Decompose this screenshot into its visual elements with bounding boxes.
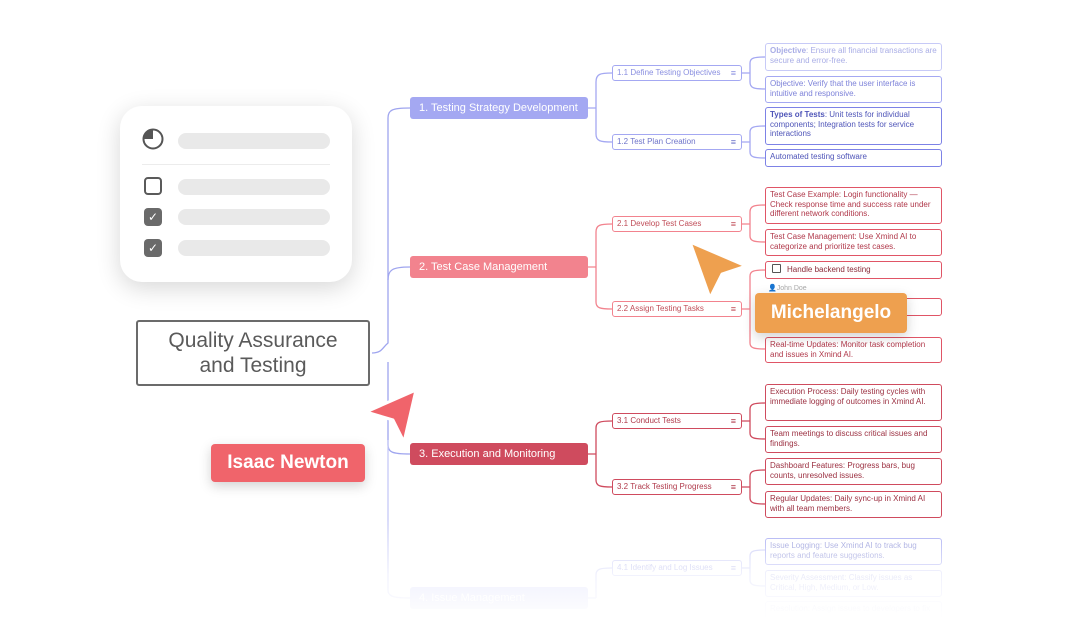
subtopic-label: 3.2 Track Testing Progress — [617, 482, 712, 491]
note-text: Dashboard Features: Progress bars, bug c… — [770, 461, 915, 480]
subtopic-label: 2.2 Assign Testing Tasks — [617, 304, 704, 313]
note-text: Test Case Example: Login functionality —… — [770, 190, 931, 219]
note-text: Test Case Management: Use Xmind AI to ca… — [770, 232, 917, 251]
subtopic-label: 4.1 Identify and Log Issues — [617, 563, 713, 572]
notes-icon: ≡ — [730, 482, 736, 492]
checkbox-icon[interactable] — [772, 264, 781, 273]
note-task-backend[interactable]: Handle backend testing — [765, 261, 942, 279]
note-realtime-updates[interactable]: Real-time Updates: Monitor task completi… — [765, 337, 942, 363]
connector-b2-s1 — [742, 204, 766, 243]
connector-b2-s2 — [742, 269, 766, 350]
note-objective-secure[interactable]: Objective: Ensure all financial transact… — [765, 43, 942, 71]
placeholder-bar — [178, 179, 330, 195]
note-text: Automated testing software — [770, 152, 867, 161]
placeholder-bar — [178, 240, 330, 256]
note-text: Execution Process: Daily testing cycles … — [770, 387, 926, 406]
note-text: Issue Logging: Use Xmind AI to track bug… — [770, 541, 917, 560]
notes-icon: ≡ — [730, 68, 736, 78]
divider — [142, 164, 330, 165]
note-bold: Types of Tests — [770, 110, 825, 119]
note-text: Team meetings to discuss critical issues… — [770, 429, 928, 448]
note-test-case-example[interactable]: Test Case Example: Login functionality —… — [765, 187, 942, 224]
assignee-name: John Doe — [776, 285, 807, 292]
connector-root-branches — [371, 107, 411, 354]
note-automated-software[interactable]: Automated testing software — [765, 149, 942, 167]
checklist-card: ✓ ✓ — [120, 106, 352, 282]
subtopic-assign-tasks[interactable]: 2.2 Assign Testing Tasks ≡ — [612, 301, 742, 317]
branch-issue-management[interactable]: 4. Issue Management — [410, 587, 588, 609]
connector-b1 — [588, 72, 613, 143]
connector-b1-s2 — [742, 125, 766, 159]
connector-root-testcase — [387, 266, 411, 281]
note-text: : Ensure all financial transactions are … — [770, 46, 937, 65]
connector-b4-s1 — [742, 549, 766, 587]
placeholder-bar — [178, 133, 330, 149]
note-test-case-management[interactable]: Test Case Management: Use Xmind AI to ca… — [765, 229, 942, 256]
pie-chart-icon — [142, 128, 164, 150]
branch-testing-strategy[interactable]: 1. Testing Strategy Development — [410, 97, 588, 119]
subtopic-label: 3.1 Conduct Tests — [617, 416, 681, 425]
subtopic-identify-issues[interactable]: 4.1 Identify and Log Issues ≡ — [612, 560, 742, 576]
assignee-label: 👤John Doe — [768, 284, 807, 292]
note-issue-logging[interactable]: Issue Logging: Use Xmind AI to track bug… — [765, 538, 942, 565]
connector-b4 — [588, 567, 613, 599]
note-text: : Unit tests for individual components; … — [770, 110, 915, 139]
root-topic[interactable]: Quality Assurance and Testing — [136, 320, 370, 386]
connector-root-issue — [387, 440, 411, 599]
note-text: Handle backend testing — [787, 265, 871, 274]
placeholder-bar — [178, 209, 330, 225]
note-text: Resolution: Assign issues to developers … — [770, 604, 931, 613]
notes-icon: ≡ — [730, 416, 736, 426]
connector-b2 — [588, 223, 613, 310]
cursor-arrow-icon — [364, 388, 418, 444]
note-severity[interactable]: Severity Assessment: Classify issues as … — [765, 570, 942, 597]
connector-b3-s1 — [742, 402, 766, 440]
note-text: Objective: Verify that the user interfac… — [770, 79, 916, 98]
note-types-of-tests[interactable]: Types of Tests: Unit tests for individua… — [765, 107, 942, 145]
checkbox-checked-icon[interactable]: ✓ — [144, 208, 162, 226]
connector-b3-s2 — [742, 469, 766, 505]
subtopic-label: 1.1 Define Testing Objectives — [617, 68, 721, 77]
subtopic-define-objectives[interactable]: 1.1 Define Testing Objectives ≡ — [612, 65, 742, 81]
note-execution-process[interactable]: Execution Process: Daily testing cycles … — [765, 384, 942, 421]
note-text: Severity Assessment: Classify issues as … — [770, 573, 913, 592]
checkbox-icon[interactable] — [144, 177, 162, 195]
notes-icon: ≡ — [730, 219, 736, 229]
subtopic-conduct-tests[interactable]: 3.1 Conduct Tests ≡ — [612, 413, 742, 429]
subtopic-test-plan[interactable]: 1.2 Test Plan Creation ≡ — [612, 134, 742, 150]
note-team-meetings[interactable]: Team meetings to discuss critical issues… — [765, 426, 942, 453]
subtopic-label: 1.2 Test Plan Creation — [617, 137, 696, 146]
note-regular-updates[interactable]: Regular Updates: Daily sync-up in Xmind … — [765, 491, 942, 518]
subtopic-track-progress[interactable]: 3.2 Track Testing Progress ≡ — [612, 479, 742, 495]
collaborator-tag-michelangelo: Michelangelo — [755, 293, 907, 333]
notes-icon: ≡ — [730, 137, 736, 147]
checkbox-checked-icon[interactable]: ✓ — [144, 239, 162, 257]
connector-b3 — [588, 420, 613, 488]
connector-b1-s1 — [742, 56, 766, 90]
collaborator-tag-isaac-newton: Isaac Newton — [211, 444, 365, 482]
user-icon: 👤 — [768, 285, 777, 292]
subtopic-develop-test-cases[interactable]: 2.1 Develop Test Cases ≡ — [612, 216, 742, 232]
notes-icon: ≡ — [730, 304, 736, 314]
subtopic-label: 2.1 Develop Test Cases — [617, 219, 702, 228]
cursor-arrow-icon — [688, 240, 748, 300]
branch-execution-monitoring[interactable]: 3. Execution and Monitoring — [410, 443, 588, 465]
note-objective-ui[interactable]: Objective: Verify that the user interfac… — [765, 76, 942, 103]
note-dashboard-features[interactable]: Dashboard Features: Progress bars, bug c… — [765, 458, 942, 485]
note-text: Regular Updates: Daily sync-up in Xmind … — [770, 494, 926, 513]
notes-icon: ≡ — [730, 563, 736, 573]
branch-test-case-management[interactable]: 2. Test Case Management — [410, 256, 588, 278]
note-text: Real-time Updates: Monitor task completi… — [770, 340, 926, 359]
note-resolution[interactable]: Resolution: Assign issues to developers … — [765, 601, 942, 619]
note-bold: Objective — [770, 46, 807, 55]
